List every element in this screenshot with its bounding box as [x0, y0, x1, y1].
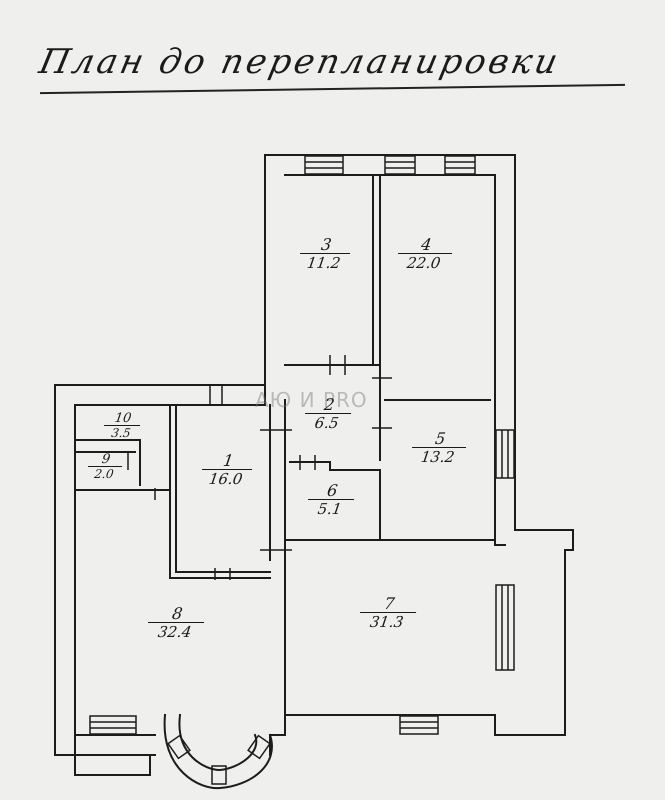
annex-wall [74, 734, 151, 776]
room-label-9: 9 2.0 [86, 452, 124, 481]
window-top-3 [304, 155, 344, 175]
outer-wall [54, 154, 266, 756]
room-label-3: 3 11.2 [297, 235, 352, 272]
room-number: 4 [419, 235, 433, 254]
room-area: 2.0 [86, 466, 123, 481]
room-area: 6.5 [302, 413, 352, 432]
room-area: 16.0 [199, 469, 253, 488]
room-area: 22.0 [395, 253, 453, 272]
room-area: 13.2 [409, 447, 467, 466]
window-bay [167, 734, 271, 785]
window-bottom-7 [399, 715, 439, 735]
outer-wall-inner [284, 174, 506, 546]
outer-wall [264, 154, 574, 736]
watermark: АЮ И PRO [255, 388, 368, 412]
room-label-5: 5 13.2 [409, 429, 468, 466]
room-number: 7 [382, 594, 396, 613]
room-area: 31.3 [357, 612, 417, 631]
room-label-6: 6 5.1 [305, 481, 356, 518]
window-right-7 [495, 584, 515, 671]
wall-1-8b [175, 404, 271, 573]
room-area: 3.5 [102, 425, 141, 440]
room-label-1: 1 16.0 [199, 451, 254, 488]
room-label-7: 7 31.3 [357, 594, 418, 631]
outer-wall [269, 714, 496, 756]
wall-6-top [289, 461, 381, 541]
room-area: 11.2 [297, 253, 351, 272]
bay-window [163, 713, 273, 790]
window-top-4a [384, 155, 416, 175]
room-label-10: 10 3.5 [102, 411, 142, 440]
wall-10-bottom [74, 439, 141, 486]
room-number: 2 [322, 395, 336, 414]
outer-wall-inner [74, 384, 266, 406]
bay-window-inner [178, 713, 258, 772]
room-number: 1 [221, 451, 235, 470]
room-label-8: 8 32.4 [145, 604, 206, 641]
room-number: 5 [433, 429, 447, 448]
room-number: 8 [170, 604, 184, 623]
room-number: 6 [325, 481, 339, 500]
window-right-5 [495, 429, 515, 479]
room-label-2: 2 6.5 [302, 395, 353, 432]
room-number: 3 [319, 235, 333, 254]
room-area: 5.1 [305, 499, 355, 518]
window-top-4b [444, 155, 476, 175]
room-label-4: 4 22.0 [395, 235, 454, 272]
wall-1-8 [169, 404, 271, 579]
room-area: 32.4 [145, 622, 205, 641]
door-ticks [127, 355, 392, 580]
room-number: 9 [100, 452, 112, 467]
window-bottom-8 [89, 715, 137, 735]
room-number: 10 [113, 411, 133, 426]
